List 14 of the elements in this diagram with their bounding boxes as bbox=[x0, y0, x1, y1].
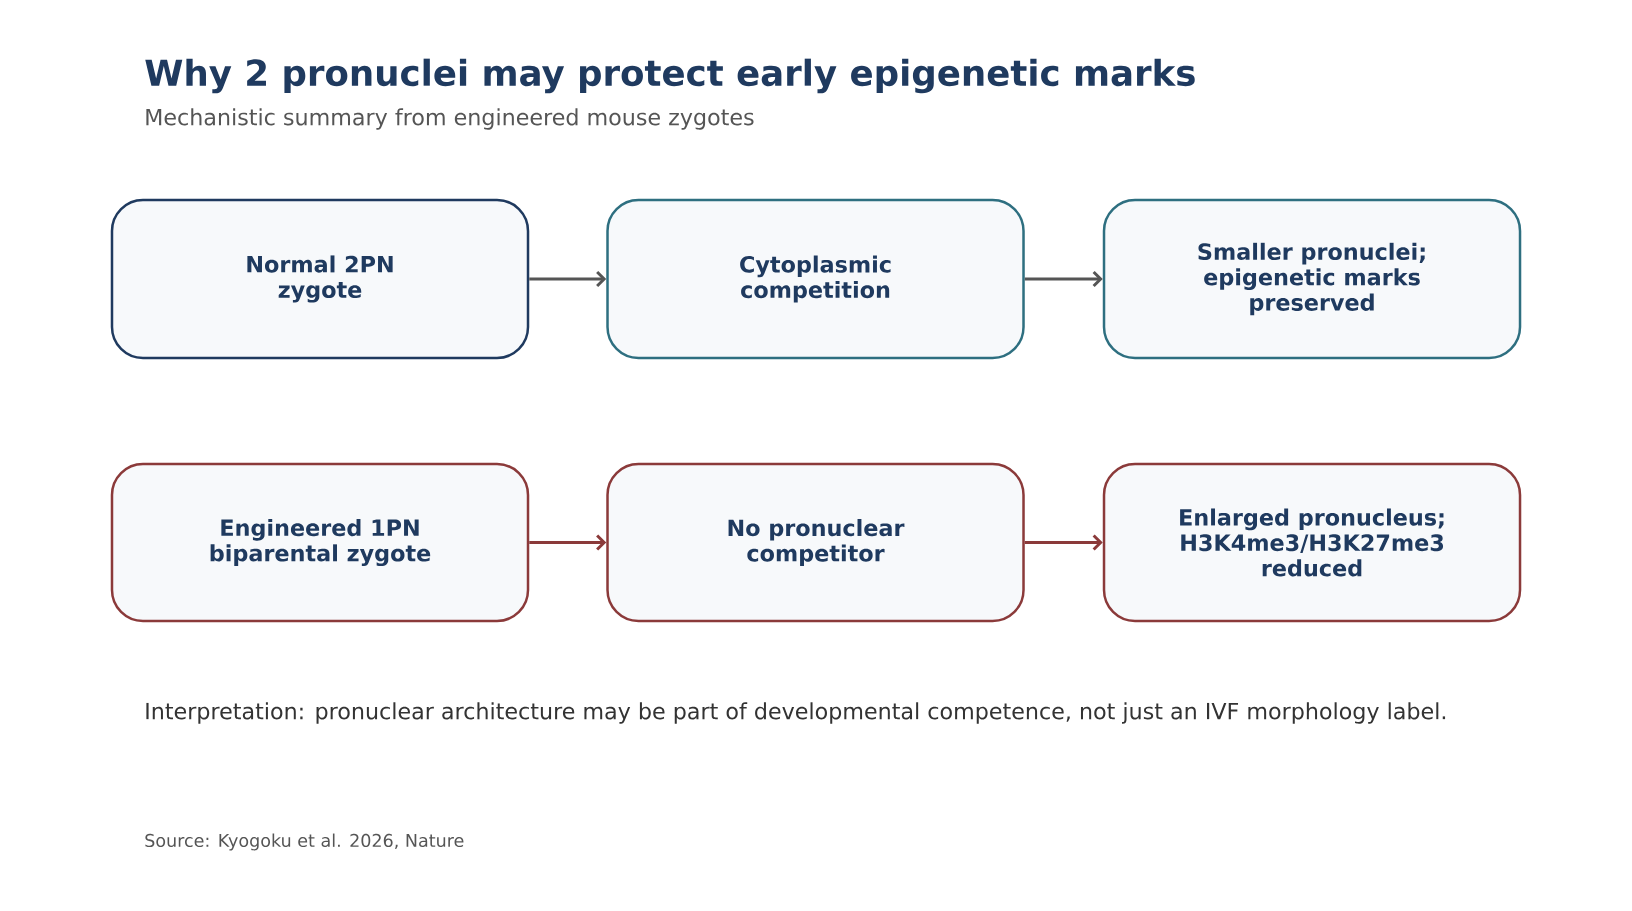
source-text: Source: Kyogoku et al. 2026, Nature bbox=[145, 833, 464, 851]
title: Why 2 pronuclei may protect early epigenetic marks bbox=[145, 58, 1195, 94]
process-box: Smaller pronuclei; epigenetic marks preserved bbox=[1102, 198, 1522, 360]
process-box: Engineered 1PN biparental zygote bbox=[110, 462, 530, 623]
subtitle: Mechanistic summary from engineered mouse zygotes bbox=[146, 108, 754, 130]
arrow bbox=[1024, 534, 1103, 551]
note-text: Interpretation: pronuclear architecture may be part of developmental competence, not just an IVF morphology label. bbox=[146, 702, 1446, 724]
arrow bbox=[529, 270, 607, 288]
process-box: Normal 2PN zygote bbox=[110, 198, 530, 360]
process-box: No pronuclear competitor bbox=[606, 462, 1025, 623]
arrow bbox=[1024, 270, 1103, 288]
process-box: Enlarged pronucleus; H3K4me3/H3K27me3 reduced bbox=[1102, 462, 1522, 623]
arrow bbox=[529, 534, 607, 551]
process-box: Cytoplasmic competition bbox=[606, 198, 1025, 360]
